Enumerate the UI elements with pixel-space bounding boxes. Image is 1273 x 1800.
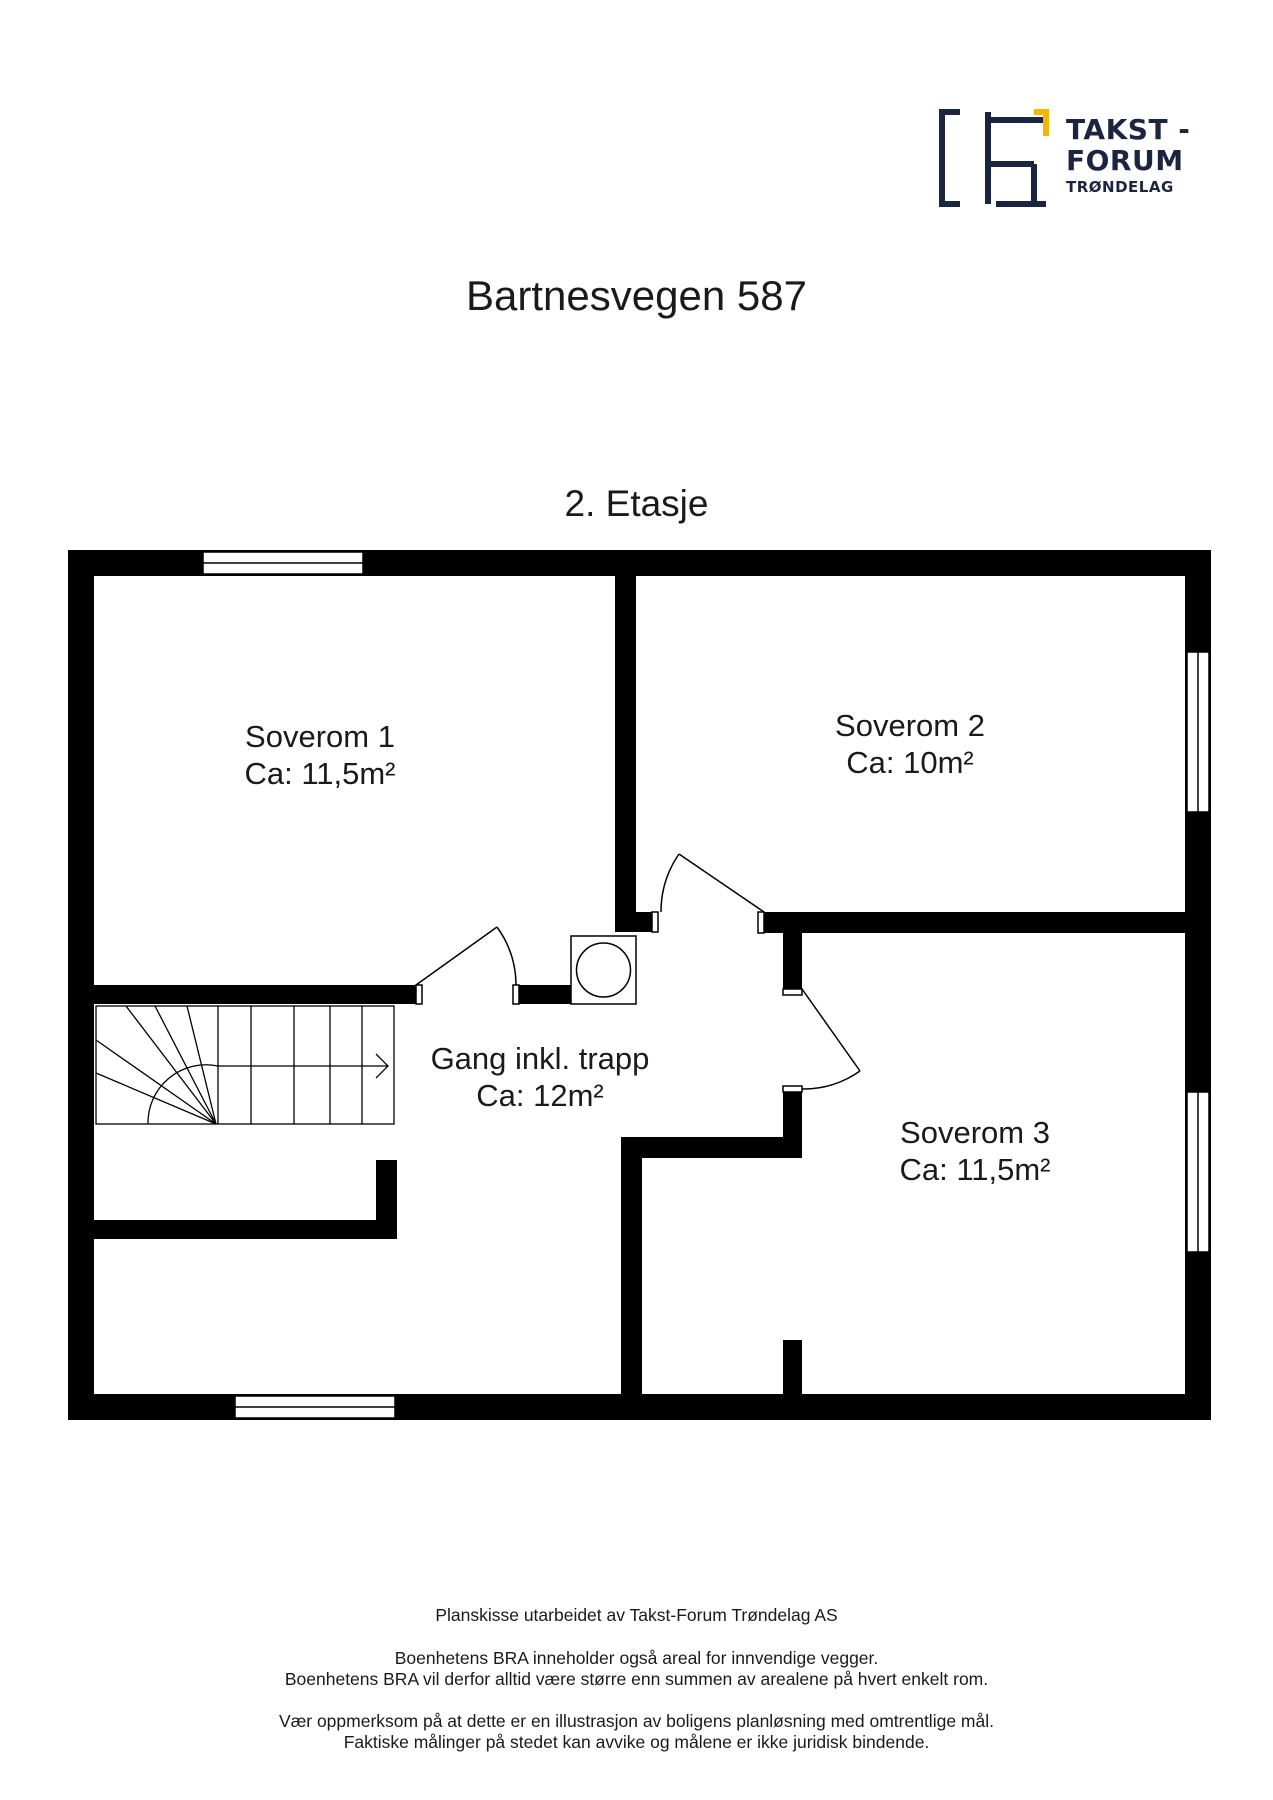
- footer-credit: Planskisse utarbeidet av Takst-Forum Trø…: [435, 1605, 838, 1625]
- room-area: Ca: 12m²: [476, 1078, 604, 1113]
- property-title: Bartnesvegen 587: [466, 272, 807, 319]
- door-bedroom-1: [415, 926, 520, 1005]
- stairs-icon: [95, 1005, 395, 1125]
- window-right-lower: [1186, 1091, 1210, 1253]
- window-bottom: [234, 1395, 396, 1419]
- room-area: Ca: 11,5m²: [899, 1152, 1051, 1187]
- footer-note-2: Boenhetens BRA vil derfor alltid være st…: [284, 1669, 989, 1689]
- room-label-soverom-1: Soverom 1 Ca: 11,5m²: [200, 718, 440, 792]
- logo-line-2: FORUM: [1066, 144, 1184, 177]
- room-name: Soverom 2: [835, 708, 985, 743]
- wall-bed1-bed2: [615, 576, 636, 932]
- window-top: [202, 551, 364, 575]
- wall-hall-lower: [94, 1220, 397, 1239]
- wall-bed1-bottom-right: [519, 985, 571, 1004]
- wall-bed2-bed3: [764, 912, 1185, 933]
- room-name: Soverom 1: [245, 719, 395, 754]
- wall-bed3-stub: [783, 1340, 802, 1394]
- room-name: Gang inkl. trapp: [430, 1041, 650, 1076]
- room-area: Ca: 11,5m²: [244, 756, 396, 791]
- footer-disclaimer-1: Vær oppmerksom på at dette er en illustr…: [279, 1711, 994, 1731]
- door-bedroom-3: [782, 988, 861, 1093]
- doors: [415, 853, 861, 1093]
- walls: [68, 550, 1211, 1420]
- wall-left: [68, 550, 94, 1420]
- chimney-icon: [570, 935, 637, 1005]
- logo-wordmark: TAKST - FORUM TRØNDELAG: [1066, 116, 1190, 195]
- wall-bed3-left-upper: [783, 933, 802, 989]
- footer-note-1: Boenhetens BRA inneholder også areal for…: [394, 1648, 879, 1668]
- door-bedroom-2: [651, 853, 765, 934]
- window-right-upper: [1186, 651, 1210, 813]
- room-name: Soverom 3: [900, 1115, 1050, 1150]
- room-label-gang: Gang inkl. trapp Ca: 12m²: [400, 1040, 680, 1114]
- takst-forum-logo-icon: [939, 109, 1049, 207]
- floor-title: 2. Etasje: [564, 483, 709, 524]
- windows: [202, 551, 1210, 1419]
- logo-line-1: TAKST -: [1066, 113, 1191, 146]
- logo-line-3: TRØNDELAG: [1066, 178, 1174, 196]
- room-label-soverom-3: Soverom 3 Ca: 11,5m²: [855, 1114, 1095, 1188]
- footer-disclaimer-2: Faktiske målinger på stedet kan avvike o…: [343, 1732, 930, 1752]
- room-label-soverom-2: Soverom 2 Ca: 10m²: [790, 707, 1030, 781]
- wall-bed1-bottom-left: [94, 985, 416, 1004]
- wall-hall-stub: [376, 1160, 397, 1239]
- room-area: Ca: 10m²: [846, 745, 974, 780]
- wall-bed3-corner: [621, 1137, 802, 1158]
- wall-bed3-bottom-left: [621, 1137, 642, 1394]
